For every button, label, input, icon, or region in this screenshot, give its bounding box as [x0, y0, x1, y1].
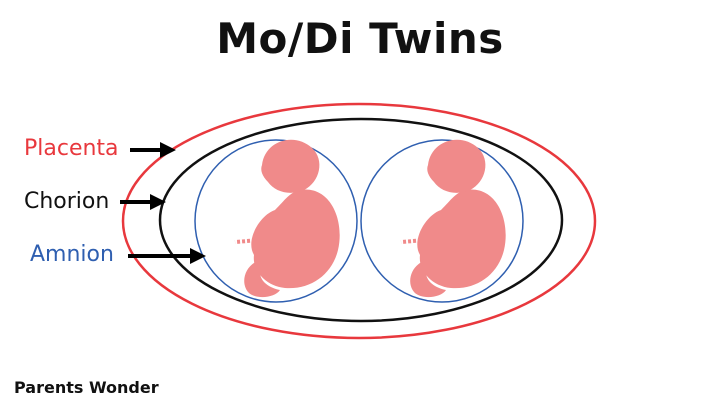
label-amnion: Amnion	[30, 242, 114, 267]
fetus-icon	[400, 139, 506, 298]
credit-text: Parents Wonder	[14, 378, 159, 397]
label-chorion: Chorion	[24, 189, 110, 214]
fetus-icon	[234, 139, 340, 298]
arrow-chorion	[120, 194, 166, 210]
arrow-placenta	[130, 142, 176, 158]
amnion-left	[194, 139, 358, 303]
placenta-ring	[121, 102, 597, 340]
chorion-ring	[158, 117, 564, 323]
label-placenta: Placenta	[24, 136, 119, 161]
diagram-title: Mo/Di Twins	[216, 14, 504, 63]
arrow-amnion	[128, 248, 206, 264]
amnion-right	[360, 139, 524, 303]
